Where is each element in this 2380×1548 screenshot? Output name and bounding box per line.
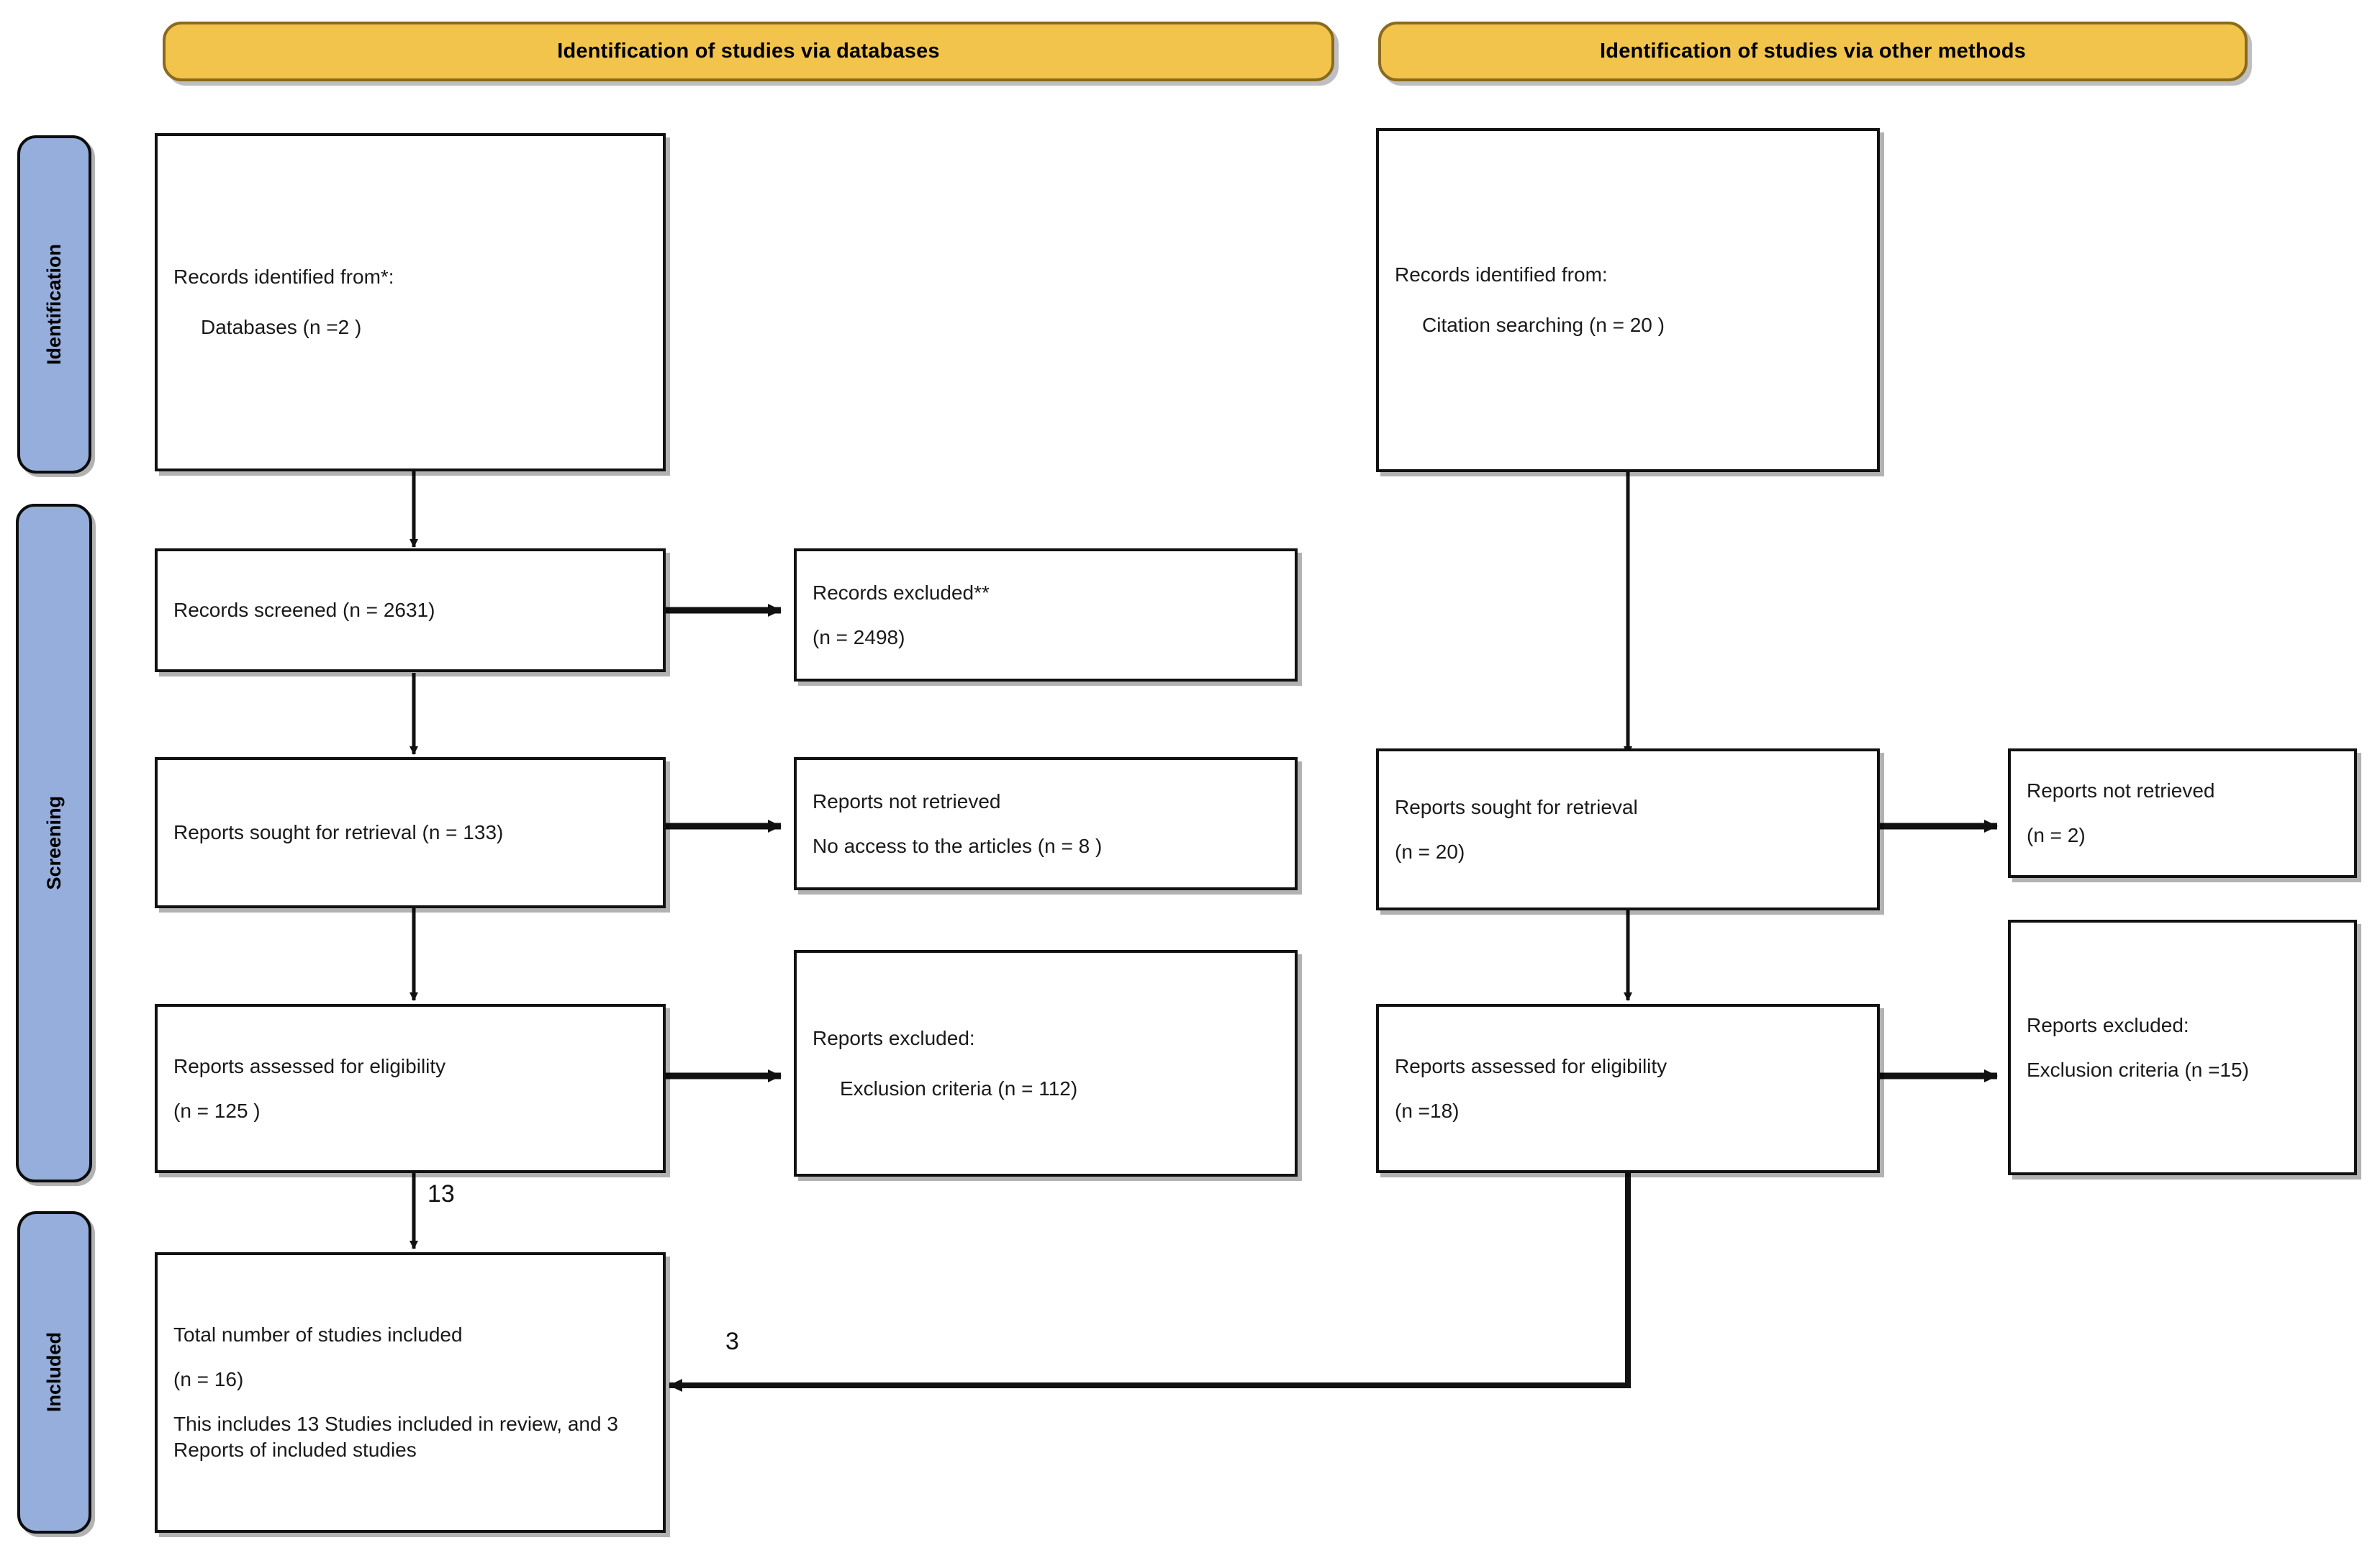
- box-records-excluded: Records excluded** (n = 2498): [794, 548, 1298, 682]
- header-bar-databases: Identification of studies via databases: [163, 22, 1334, 81]
- box-reports-not-retrieved-other-line1: Reports not retrieved: [2027, 779, 2215, 802]
- box-records-identified-other: Records identified from: Citation search…: [1376, 128, 1880, 472]
- edge-label-3: 3: [725, 1328, 739, 1355]
- header-bar-other-methods-label: Identification of studies via other meth…: [1600, 40, 2026, 63]
- box-records-excluded-line1: Records excluded**: [813, 581, 990, 604]
- edge-label-13: 13: [427, 1180, 455, 1208]
- box-reports-assessed-other-line2: (n =18): [1395, 1099, 1460, 1122]
- box-total-studies-included-line3: This includes 13 Studies included in rev…: [173, 1413, 618, 1461]
- box-records-identified-other-line1: Records identified from:: [1395, 263, 1608, 286]
- box-reports-assessed-other: Reports assessed for eligibility (n =18): [1376, 1004, 1880, 1173]
- box-reports-assessed-databases-line1: Reports assessed for eligibility: [173, 1054, 446, 1077]
- edge-other-eligibility-to-included: [669, 1173, 1631, 1392]
- box-total-studies-included: Total number of studies included (n = 16…: [155, 1252, 666, 1533]
- header-bar-other-methods: Identification of studies via other meth…: [1378, 22, 2248, 81]
- box-reports-sought-other: Reports sought for retrieval (n = 20): [1376, 748, 1880, 910]
- box-reports-sought-databases-line1: Reports sought for retrieval (n = 133): [173, 821, 504, 844]
- stage-pill-screening: Screening: [16, 504, 92, 1182]
- box-reports-not-retrieved-databases-line1: Reports not retrieved: [813, 789, 1001, 813]
- stage-pill-screening-label: Screening: [42, 796, 65, 890]
- box-reports-excluded-other-line1: Reports excluded:: [2027, 1013, 2189, 1036]
- box-reports-assessed-databases: Reports assessed for eligibility (n = 12…: [155, 1004, 666, 1173]
- box-reports-not-retrieved-other-line2: (n = 2): [2027, 824, 2086, 846]
- box-reports-sought-other-line1: Reports sought for retrieval: [1395, 795, 1638, 818]
- box-records-excluded-line2: (n = 2498): [813, 625, 905, 648]
- box-reports-assessed-databases-line2: (n = 125 ): [173, 1099, 261, 1122]
- stage-pill-included-label: Included: [43, 1332, 65, 1413]
- box-reports-sought-other-line2: (n = 20): [1395, 840, 1465, 863]
- box-records-identified-databases-line1: Records identified from*:: [173, 266, 394, 289]
- box-total-studies-included-line2: (n = 16): [173, 1368, 244, 1391]
- box-reports-excluded-databases-line2: Exclusion criteria (n = 112): [840, 1077, 1078, 1100]
- stage-pill-included: Included: [17, 1211, 91, 1534]
- box-records-identified-databases-line2: Databases (n =2 ): [201, 316, 362, 338]
- box-total-studies-included-line1: Total number of studies included: [173, 1323, 463, 1346]
- box-reports-excluded-other: Reports excluded: Exclusion criteria (n …: [2008, 920, 2357, 1175]
- box-records-identified-databases: Records identified from*: Databases (n =…: [155, 133, 666, 471]
- box-reports-not-retrieved-databases-line2: No access to the articles (n = 8 ): [813, 834, 1103, 857]
- stage-pill-identification-label: Identification: [43, 244, 65, 365]
- box-reports-not-retrieved-other: Reports not retrieved (n = 2): [2008, 748, 2357, 878]
- box-records-screened: Records screened (n = 2631): [155, 548, 666, 672]
- box-reports-not-retrieved-databases: Reports not retrieved No access to the a…: [794, 757, 1298, 890]
- box-records-screened-line1: Records screened (n = 2631): [173, 599, 435, 622]
- box-reports-excluded-other-line2: Exclusion criteria (n =15): [2027, 1058, 2249, 1081]
- box-records-identified-other-line2: Citation searching (n = 20 ): [1422, 314, 1665, 336]
- box-reports-sought-databases: Reports sought for retrieval (n = 133): [155, 757, 666, 908]
- stage-pill-identification: Identification: [17, 135, 91, 474]
- header-bar-databases-label: Identification of studies via databases: [557, 40, 940, 63]
- box-reports-assessed-other-line1: Reports assessed for eligibility: [1395, 1054, 1668, 1077]
- box-reports-excluded-databases-line1: Reports excluded:: [813, 1026, 975, 1049]
- box-reports-excluded-databases: Reports excluded: Exclusion criteria (n …: [794, 950, 1298, 1177]
